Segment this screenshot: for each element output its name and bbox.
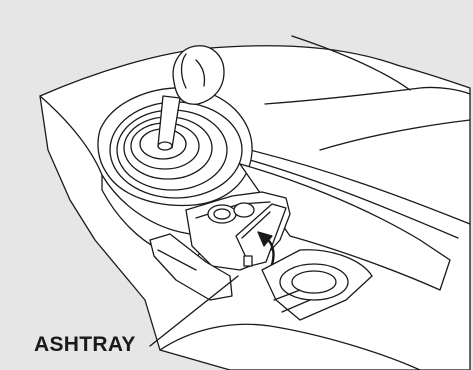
ashtray-label: ASHTRAY: [34, 334, 136, 355]
